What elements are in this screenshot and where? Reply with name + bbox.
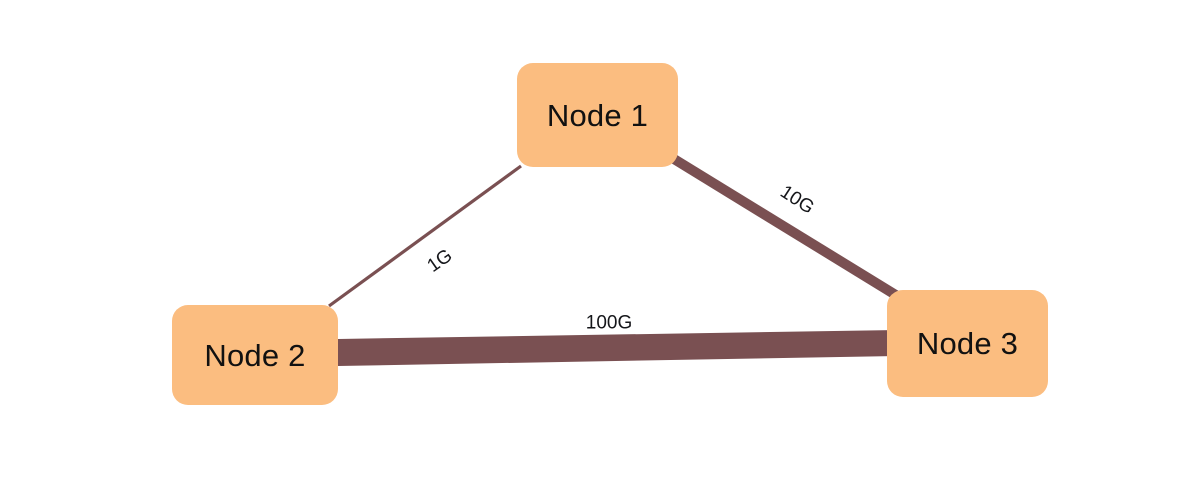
node-node3-label: Node 3 (916, 326, 1019, 361)
edge-label-100g: 100G (585, 312, 633, 334)
edge-node2-node3-shape[interactable] (338, 330, 895, 366)
node-node2[interactable]: Node 2 (172, 305, 338, 405)
edge-node1-node3-shape[interactable] (671, 154, 902, 302)
node-node1[interactable]: Node 1 (517, 63, 678, 167)
node-node2-label: Node 2 (204, 337, 306, 373)
node-node3[interactable]: Node 3 (887, 290, 1048, 397)
edge-node1-node2-shape[interactable] (328, 164, 522, 308)
node-node1-label: Node 1 (546, 97, 649, 133)
